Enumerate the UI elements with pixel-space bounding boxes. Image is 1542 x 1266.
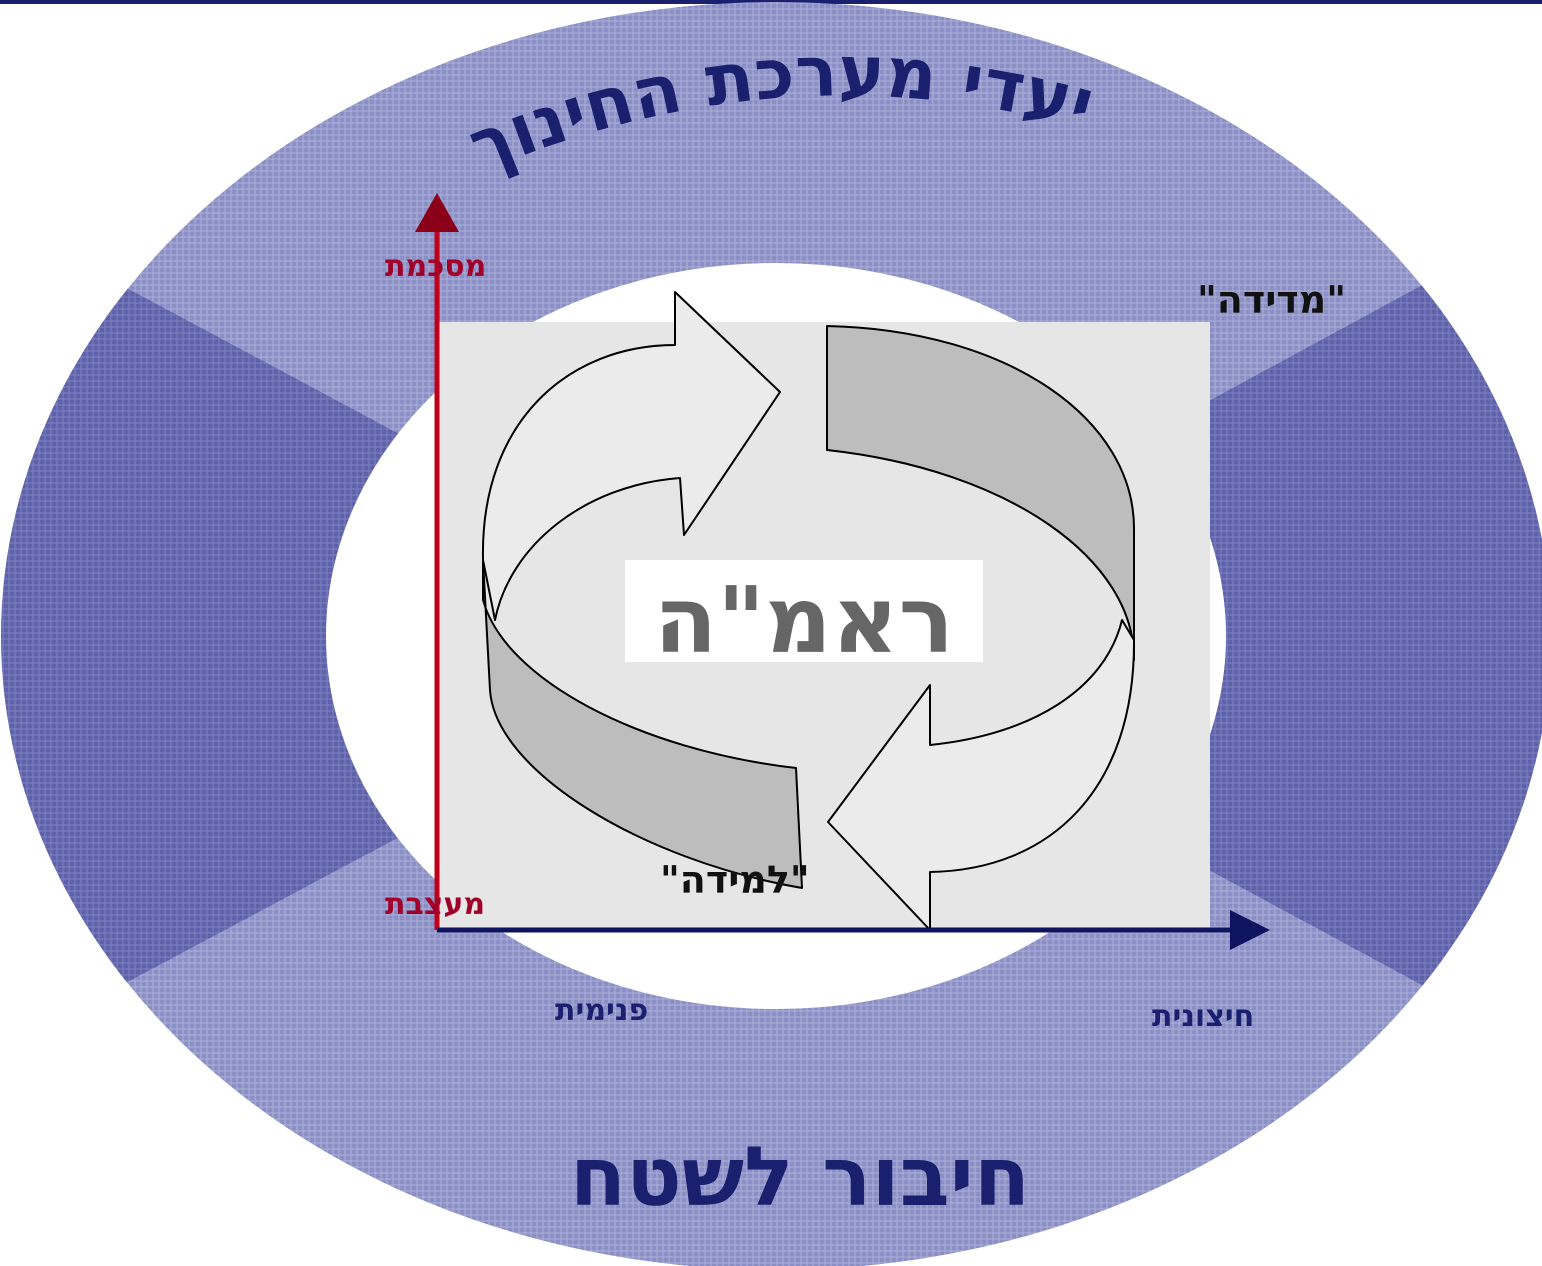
y-axis-top-label: מסכמת (385, 249, 486, 284)
x-axis-right-label: חיצונית (1152, 999, 1254, 1034)
x-axis-left-label: פנימית (555, 993, 648, 1028)
learning-label: "למידה" (660, 858, 810, 902)
bottom-title: חיבור לשטח (570, 1130, 1030, 1225)
measurement-label: "מדידה" (1197, 278, 1346, 322)
center-label: ראמ"ה (654, 567, 954, 674)
y-axis-bottom-label: מעצבת (385, 887, 485, 922)
